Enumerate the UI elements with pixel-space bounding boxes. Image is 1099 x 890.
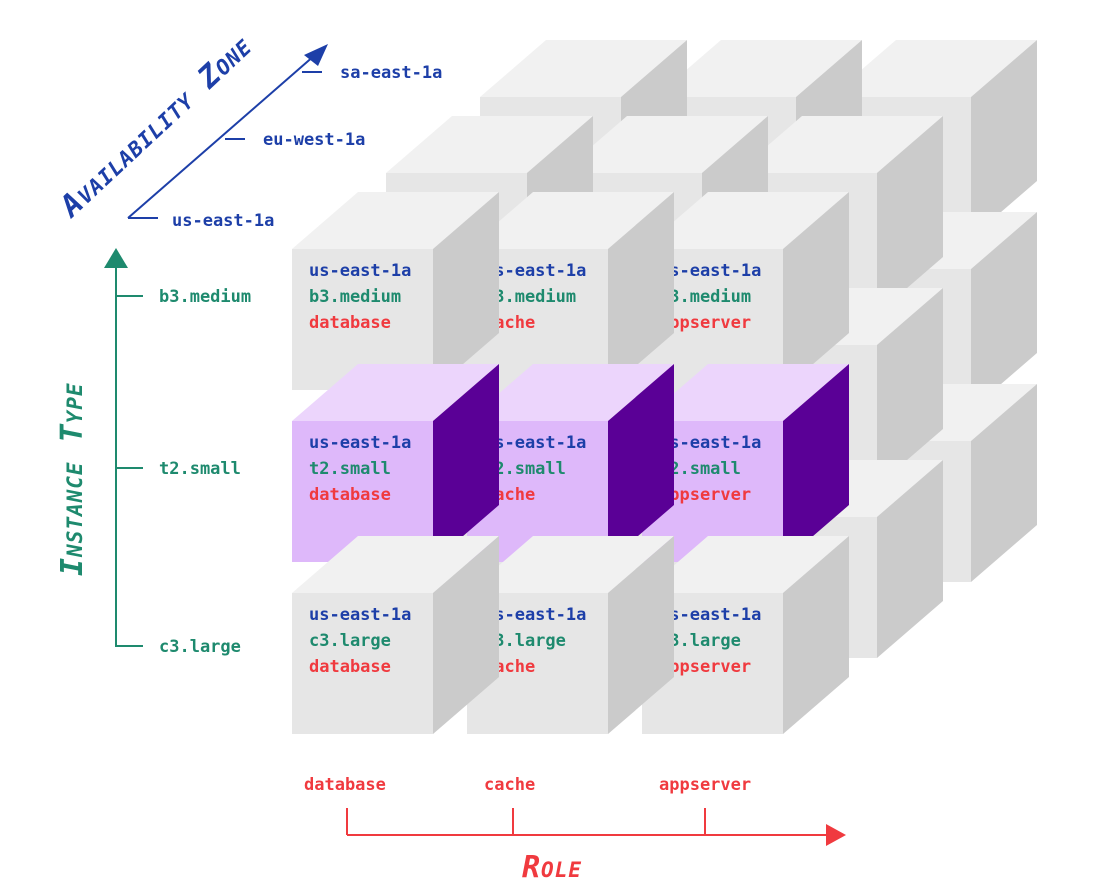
cell-role-label: database	[309, 313, 391, 333]
cube-side-face	[433, 364, 499, 562]
cube-front-face	[292, 421, 433, 562]
cube-side-face	[783, 364, 849, 562]
cube-front-face	[467, 249, 608, 390]
instance-type-axis: b3.medium t2.small c3.large Instance Typ…	[55, 248, 251, 657]
cell-type-label: c3.large	[659, 631, 741, 651]
cube-top-face	[467, 192, 674, 249]
cube-side-face	[608, 364, 674, 562]
cell-role-label: appserver	[659, 657, 751, 677]
cube-side-face	[433, 192, 499, 390]
cell-zone-label: us-east-1a	[309, 261, 411, 281]
type-axis-arrowhead	[104, 248, 128, 268]
cube-top-face	[642, 192, 849, 249]
cube-side-face	[877, 288, 943, 486]
cube-side-face	[783, 192, 849, 390]
role-tick-label-database: database	[304, 775, 386, 795]
cube-side-face	[971, 40, 1037, 238]
role-tick-label-appserver: appserver	[659, 775, 751, 795]
cube-front-face	[642, 421, 783, 562]
cell-type-label: c3.large	[309, 631, 391, 651]
cell-zone-label: us-east-1a	[659, 433, 761, 453]
cell-zone-label: us-east-1a	[659, 605, 761, 625]
cell-role-label: appserver	[659, 313, 751, 333]
cell-type-label: c3.large	[484, 631, 566, 651]
cell-cube: us-east-1a c3.large appserver	[642, 536, 849, 734]
cube-side-face	[783, 536, 849, 734]
cell-cube: us-east-1a c3.large database	[292, 536, 499, 734]
type-tick-label-b3-medium: b3.medium	[159, 287, 251, 307]
cell-cube: us-east-1a b3.medium database	[292, 192, 499, 390]
cube-side-face	[433, 536, 499, 734]
role-axis-title: Role	[522, 850, 582, 885]
cube-top-face	[292, 364, 499, 421]
cell-zone-label: us-east-1a	[309, 605, 411, 625]
type-axis-title: Instance Type	[55, 382, 90, 576]
cube-top-face	[386, 116, 593, 173]
cell-role-label: database	[309, 485, 391, 505]
cube-top-face	[736, 116, 943, 173]
cube-top-face	[467, 364, 674, 421]
zone-axis-arrowhead	[304, 44, 328, 66]
cube-top-face	[642, 364, 849, 421]
role-axis-arrowhead	[826, 824, 846, 846]
cell-zone-label: us-east-1a	[484, 605, 586, 625]
cube-top-face	[292, 192, 499, 249]
cube-side-face	[877, 460, 943, 658]
type-tick-label-t2-small: t2.small	[159, 459, 241, 479]
cube-top-face	[830, 40, 1037, 97]
zone-axis-title: Availability Zone	[52, 29, 259, 225]
cube-top-face	[292, 536, 499, 593]
cell-zone-label: us-east-1a	[484, 433, 586, 453]
cell-type-label: t2.small	[484, 459, 566, 479]
role-tick-label-cache: cache	[484, 775, 535, 795]
cube-front-face	[467, 421, 608, 562]
cell-type-label: t2.small	[659, 459, 741, 479]
cell-role-label: appserver	[659, 485, 751, 505]
cell-zone-label: us-east-1a	[309, 433, 411, 453]
cube-front-face	[642, 593, 783, 734]
zone-axis-line	[127, 54, 316, 219]
cell-type-label: t2.small	[309, 459, 391, 479]
cube-side-face	[971, 212, 1037, 410]
cell-zone-label: us-east-1a	[484, 261, 586, 281]
cube-top-face	[655, 40, 862, 97]
cube-side-face	[608, 192, 674, 390]
cell-cube: us-east-1a t2.small database	[292, 364, 499, 562]
cube-front-face	[467, 593, 608, 734]
cell-type-label: b3.medium	[484, 287, 576, 307]
cell-type-label: b3.medium	[659, 287, 751, 307]
type-tick-label-c3-large: c3.large	[159, 637, 241, 657]
role-axis: database cache appserver Role	[304, 775, 846, 885]
zone-tick-label-sa-east-1a: sa-east-1a	[340, 63, 442, 83]
cube-side-face	[971, 384, 1037, 582]
cell-zone-label: us-east-1a	[659, 261, 761, 281]
cube-side-face	[608, 536, 674, 734]
cube-top-face	[561, 116, 768, 173]
cell-role-label: database	[309, 657, 391, 677]
cell-cube: us-east-1a b3.medium appserver	[642, 192, 849, 390]
cube-side-face	[877, 116, 943, 314]
cube-front-face	[292, 593, 433, 734]
cell-cube: us-east-1a t2.small appserver	[642, 364, 849, 562]
cube-front-face	[642, 249, 783, 390]
cube-front-face	[292, 249, 433, 390]
cube-top-face	[467, 536, 674, 593]
cell-type-label: b3.medium	[309, 287, 401, 307]
cube-top-face	[480, 40, 687, 97]
zone-tick-label-us-east-1a: us-east-1a	[172, 211, 274, 231]
cube-top-face	[642, 536, 849, 593]
cube-grid: us-east-1a b3.medium appserver us-east-1a b3…	[292, 40, 1037, 734]
zone-tick-label-eu-west-1a: eu-west-1a	[263, 130, 365, 150]
